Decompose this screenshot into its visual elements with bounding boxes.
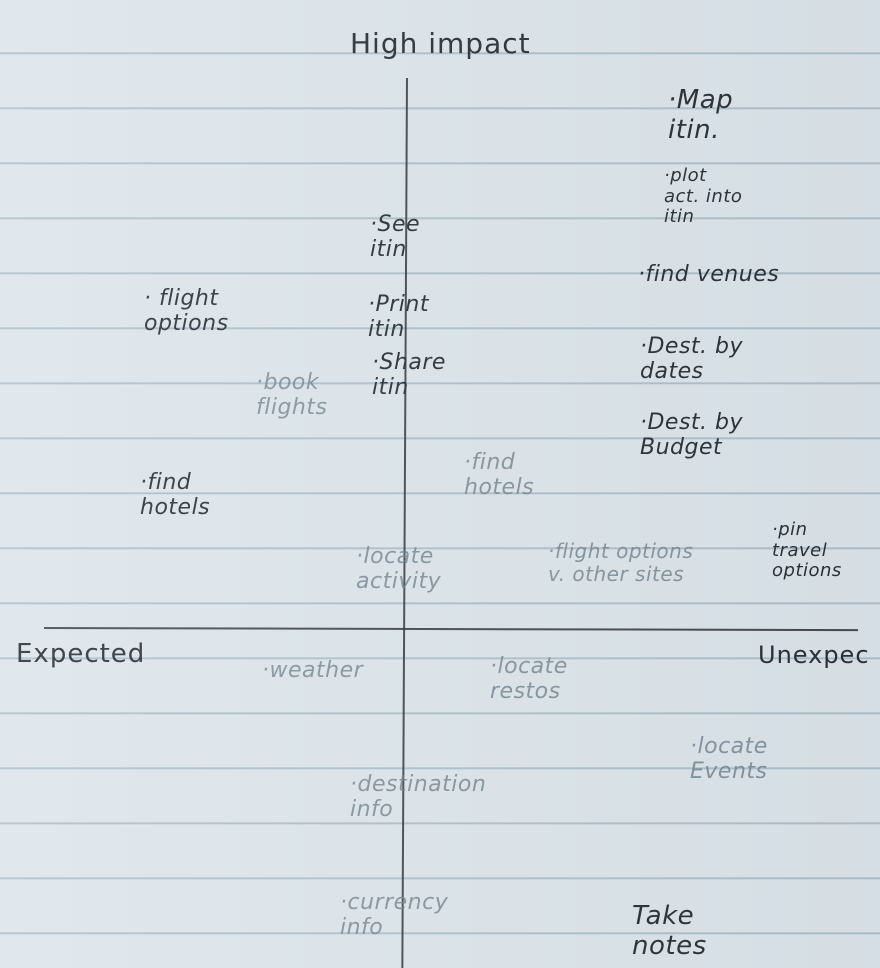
note-locate-restos: ·locate restos <box>490 654 568 705</box>
note-take-notes: Take notes <box>632 901 707 961</box>
note-share-itin: ·Share itin <box>372 350 446 401</box>
note-book-flights: ·book flights <box>256 370 328 421</box>
note-dest-budget: ·Dest. by Budget <box>640 410 744 461</box>
note-destination-info: ·destination info <box>350 772 487 823</box>
note-dest-dates: ·Dest. by dates <box>640 334 744 385</box>
note-plot-act: ·plot act. into itin <box>664 165 743 228</box>
note-pin-travel: ·pin travel options <box>772 519 842 582</box>
note-print-itin: ·Print itin <box>368 292 429 343</box>
note-find-hotels-left: ·find hotels <box>140 470 211 521</box>
note-find-hotels-right: ·find hotels <box>464 450 535 501</box>
expectation-axis-horizontal <box>43 627 858 632</box>
note-map-itin: ·Map itin. <box>668 85 734 145</box>
note-locate-events: ·locate Events <box>690 734 768 785</box>
axis-label-unexpected: Unexpec <box>758 641 870 669</box>
note-currency-info: ·currency info <box>340 890 449 941</box>
note-locate-activity: ·locate activity <box>356 544 442 595</box>
note-find-venues: ·find venues <box>638 262 780 287</box>
note-weather: ·weather <box>262 658 364 683</box>
note-flight-options-other: ·flight options v. other sites <box>548 539 694 586</box>
note-flight-options: · flight options <box>144 286 229 337</box>
axis-label-expected: Expected <box>16 639 146 669</box>
note-see-itin: ·See itin <box>370 212 421 263</box>
axis-label-high-impact: High impact <box>350 27 531 60</box>
